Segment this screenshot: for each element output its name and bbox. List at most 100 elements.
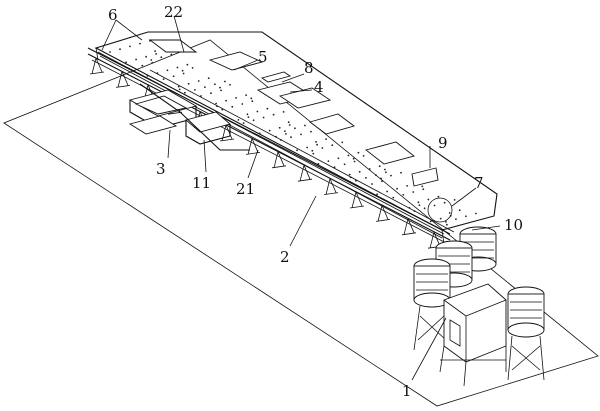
deck-dot: [141, 64, 144, 67]
deck-dot: [145, 55, 148, 58]
deck-dot: [245, 94, 248, 96]
label-9: 9: [438, 134, 448, 152]
deck-dot: [184, 91, 186, 94]
silo-4: [507, 286, 545, 381]
deck-dot: [176, 66, 179, 69]
deck-dot: [445, 221, 447, 223]
deck-dot: [400, 171, 402, 174]
deck-dot: [285, 133, 287, 135]
deck-dot: [231, 105, 234, 108]
deck-dot: [371, 183, 373, 185]
deck-dot: [155, 53, 158, 55]
deck-dot: [348, 173, 351, 176]
deck-dot: [125, 61, 127, 64]
deck-dot: [437, 195, 440, 198]
deck-dot: [418, 204, 421, 207]
deck-dot: [304, 124, 306, 127]
deck-dot: [378, 165, 381, 168]
label-8: 8: [304, 59, 314, 77]
deck-dot: [182, 72, 185, 75]
deck-dot: [247, 116, 250, 118]
deck-dot: [347, 154, 350, 157]
deck-dot: [315, 141, 317, 143]
deck-dot: [204, 86, 206, 88]
leader-lines: [101, 15, 501, 381]
label-2: 2: [280, 248, 290, 266]
deck-dot: [365, 177, 367, 179]
deck-dot: [312, 152, 315, 155]
label-22: 22: [164, 3, 183, 21]
deck-dot: [385, 171, 387, 174]
deck-dot: [327, 160, 330, 163]
deck-dot: [368, 168, 371, 170]
deck-dot: [406, 185, 408, 187]
deck-dot: [154, 50, 157, 52]
label-4: 4: [314, 78, 324, 96]
deck-dot: [310, 130, 312, 133]
deck-dot: [465, 215, 467, 218]
deck-dot: [316, 143, 318, 146]
silo-group: [413, 226, 545, 387]
deck-dot: [429, 220, 432, 223]
support-leg: [401, 218, 417, 236]
deck-dot: [353, 160, 356, 163]
deck-dot: [384, 168, 386, 171]
deck-dot: [160, 56, 163, 59]
deck-dot: [272, 113, 275, 116]
deck-dot: [191, 67, 194, 69]
deck-dot: [443, 201, 446, 204]
deck-dot: [294, 127, 296, 130]
deck-dot: [423, 207, 426, 210]
support-leg: [375, 205, 391, 222]
deck-dot: [194, 89, 196, 91]
deck-dot: [375, 174, 377, 177]
deck-dot: [362, 155, 365, 157]
deck-dot: [446, 223, 448, 226]
deck-dot: [311, 149, 314, 152]
support-leg: [297, 165, 313, 182]
support-leg: [349, 191, 365, 209]
deck-dot: [421, 185, 424, 188]
deck-dot: [455, 218, 457, 221]
deck-dot: [284, 130, 286, 133]
deck-dot: [381, 180, 383, 183]
deck-dot: [241, 103, 244, 105]
deck-dot: [290, 136, 292, 139]
deck-dot: [453, 199, 456, 201]
deck-dot: [352, 157, 355, 160]
deck-dot: [242, 122, 245, 124]
deck-dot: [256, 110, 259, 113]
deck-dot: [266, 107, 269, 110]
label-21: 21: [236, 180, 255, 198]
deck-dot: [150, 59, 153, 61]
deck-dot: [337, 157, 340, 160]
deck-dot: [358, 170, 361, 173]
label-6: 6: [108, 6, 118, 24]
deck-dot: [146, 75, 149, 77]
deck-dot: [235, 97, 238, 99]
deck-dot: [475, 212, 477, 215]
deck-dot: [250, 97, 253, 100]
deck-dot: [392, 196, 395, 199]
silo-3: [413, 258, 451, 351]
support-leg: [115, 71, 131, 88]
deck-dot: [433, 204, 436, 207]
deck-dot: [402, 193, 405, 196]
mixing-plant: [439, 283, 507, 387]
label-7: 7: [474, 174, 484, 192]
reference-numerals: 6 22 5 8 4 9 7 10 3 11 21 2 1: [108, 3, 523, 400]
deck-dot: [317, 163, 320, 165]
deck-dot: [219, 86, 221, 89]
deck-dot: [287, 121, 290, 124]
deck-dot: [186, 63, 189, 66]
deck-dot: [325, 138, 327, 141]
deck-dot: [135, 58, 138, 61]
deck-dot: [220, 89, 222, 92]
deck-dot: [321, 147, 324, 149]
deck-dot: [224, 80, 226, 83]
label-1: 1: [402, 382, 412, 400]
deck-dot: [262, 116, 265, 119]
deck-dot: [129, 45, 131, 48]
